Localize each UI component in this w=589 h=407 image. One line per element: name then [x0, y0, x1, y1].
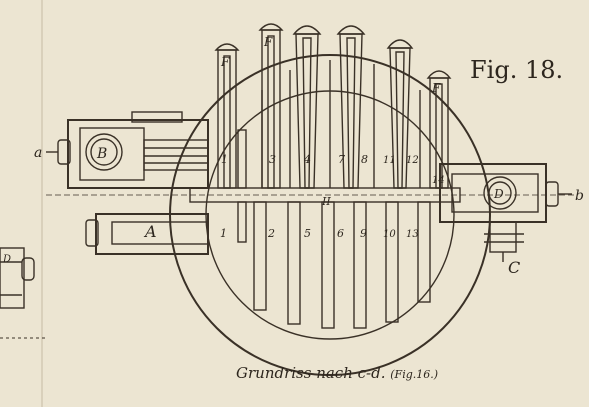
label-12: 12	[406, 155, 419, 166]
label-3: 3	[269, 153, 276, 166]
flue-divisions	[237, 60, 421, 243]
label-1-upper: 1	[221, 153, 228, 166]
figure-title: Fig. 18.	[470, 56, 564, 84]
label-7: 7	[338, 153, 345, 166]
drawing-labels: a b A B C D D F F F II 1 1 2 3 4 5 6 7 8…	[2, 35, 584, 277]
caption: Grundriss nach c-d. (Fig.16.)	[236, 364, 438, 382]
label-II: II	[321, 195, 331, 208]
label-8: 8	[361, 153, 368, 166]
label-4: 4	[303, 153, 311, 166]
label-9: 9	[360, 227, 367, 240]
label-D-edge: D	[2, 254, 11, 265]
label-B: B	[96, 146, 107, 162]
caption-main: Grundriss nach c-d.	[236, 364, 386, 382]
label-A: A	[143, 222, 157, 241]
label-2: 2	[267, 227, 275, 240]
lower-tubes	[253, 201, 431, 329]
caption-ref: (Fig.16.)	[390, 368, 439, 381]
upper-tubes	[214, 23, 452, 189]
label-F-1: F	[220, 55, 230, 69]
right-valve-housing	[439, 163, 572, 262]
label-b: b	[575, 188, 584, 204]
label-F-3: F	[431, 81, 441, 95]
label-14: 14	[432, 175, 445, 186]
left-valve-housing	[46, 111, 209, 189]
label-13: 13	[406, 229, 419, 240]
label-1-lower: 1	[220, 227, 227, 240]
label-5: 5	[304, 227, 311, 240]
label-a: a	[34, 145, 42, 161]
left-fragment	[0, 247, 46, 339]
label-11: 11	[383, 155, 396, 166]
label-F-2: F	[263, 35, 273, 49]
left-pipe-A	[85, 213, 209, 255]
label-D: D	[493, 187, 504, 201]
label-6: 6	[337, 227, 344, 240]
label-C: C	[508, 258, 520, 277]
label-10: 10	[383, 229, 396, 240]
